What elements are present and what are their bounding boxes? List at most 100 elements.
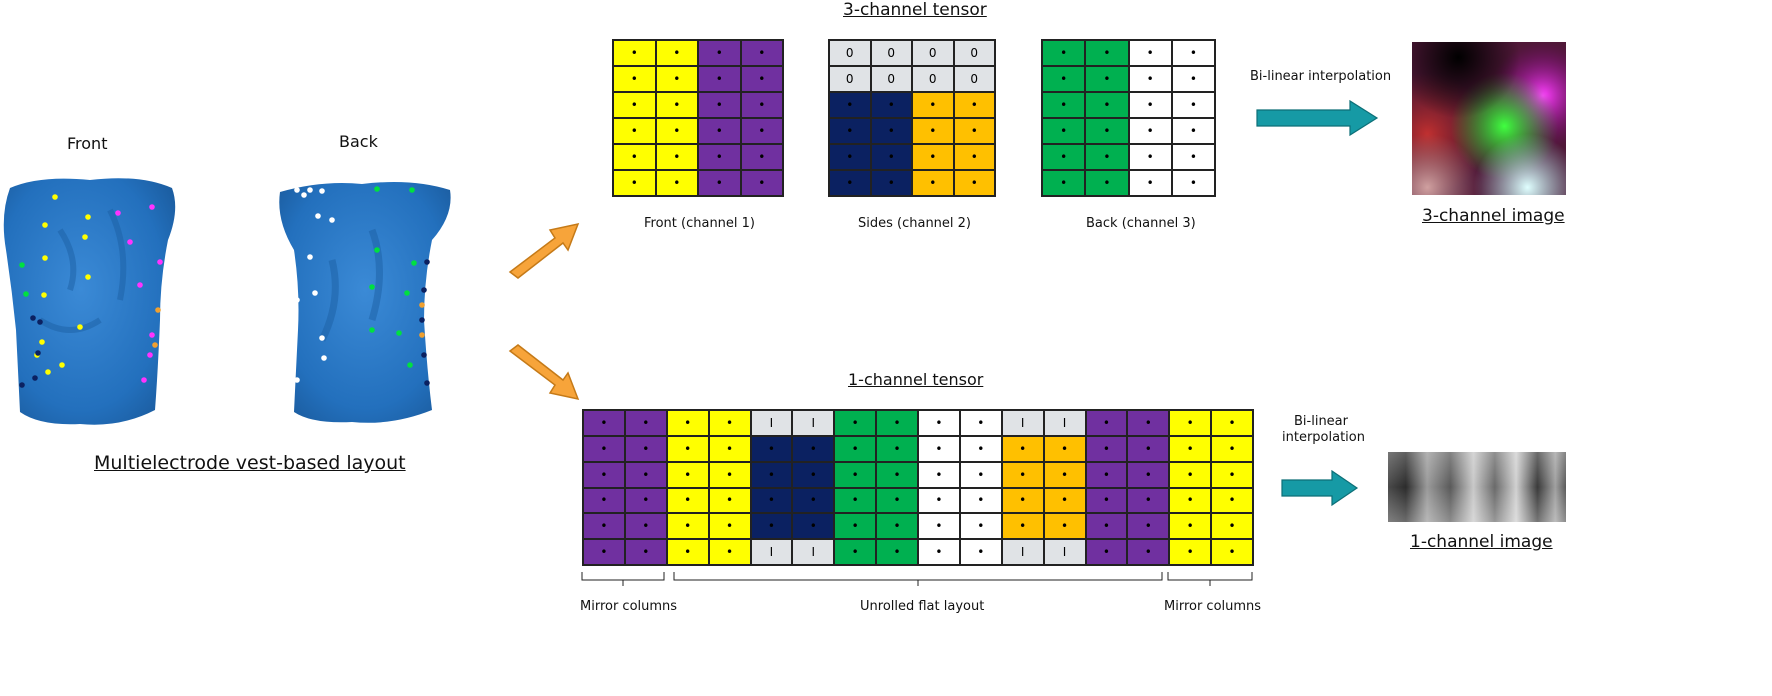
flat-tensor-cell: • [1169, 539, 1212, 565]
flat-tensor-cell: • [792, 435, 835, 462]
channel3-cell: • [1171, 118, 1215, 144]
flat-tensor-cell: • [1169, 410, 1212, 436]
flat-tensor-cell: I [1043, 410, 1086, 436]
back-electrodes [294, 186, 430, 386]
channel1-cell: • [698, 118, 741, 144]
flat-tensor-cell: • [624, 487, 667, 514]
channel2-cell: • [870, 92, 912, 118]
flat-tensor-cell: • [959, 487, 1002, 514]
flat-tensor-cell: • [666, 435, 709, 462]
flat-tensor-cell: • [1169, 513, 1212, 540]
flat-tensor-cell: • [750, 487, 793, 514]
channel1-cell: • [698, 170, 741, 196]
flat-tensor-cell: • [583, 513, 625, 540]
flat-tensor-cell: • [1043, 487, 1086, 514]
flat-tensor-cell: • [876, 461, 918, 488]
flat-tensor-cell: • [624, 435, 667, 462]
flat-tensor-cell: • [1211, 410, 1253, 436]
flat-tensor-cell: • [834, 435, 877, 462]
channel1-cell: • [740, 40, 783, 66]
flat-tensor-cell: • [959, 435, 1002, 462]
channel3-label: Back (channel 3) [1086, 216, 1196, 231]
flat-tensor-cell: • [834, 487, 877, 514]
flat-tensor-cell: • [918, 513, 960, 540]
flat-tensor-cell: • [624, 513, 667, 540]
flat-tensor-cell: I [750, 539, 793, 565]
flat-tensor-cell: • [708, 513, 751, 540]
channel3-cell: • [1171, 40, 1215, 66]
mirror-columns-left-label: Mirror columns [580, 599, 678, 614]
channel2-cell: • [953, 92, 995, 118]
flat-tensor-cell: • [959, 539, 1002, 565]
channel3-cell: • [1042, 170, 1086, 196]
flat-tensor-cell: • [918, 461, 960, 488]
flat-tensor-cell: • [1169, 435, 1212, 462]
channel3-cell: • [1171, 144, 1215, 170]
flat-tensor-cell: • [583, 410, 625, 436]
flat-tensor-cell: • [1127, 487, 1170, 514]
flat-tensor-cell: • [959, 513, 1002, 540]
back-label: Back [339, 132, 378, 151]
flat-tensor-cell: I [792, 410, 835, 436]
flat-tensor-cell: • [1211, 461, 1253, 488]
channel1-cell: • [655, 170, 698, 196]
flat-tensor-cell: • [1169, 487, 1212, 514]
channel3-grid: •••••••••••••••••••••••• [1041, 39, 1216, 197]
flat-tensor-cell: • [1211, 435, 1253, 462]
channel3-cell: • [1042, 66, 1086, 92]
channel3-cell: • [1128, 170, 1172, 196]
flat-tensor-cell: • [583, 435, 625, 462]
three-channel-tensor-title: 3-channel tensor [843, 0, 987, 20]
channel3-cell: • [1085, 170, 1129, 196]
channel3-cell: • [1042, 144, 1086, 170]
channel3-cell: • [1085, 118, 1129, 144]
flat-tensor-cell: • [750, 435, 793, 462]
flat-tensor-cell: • [1211, 487, 1253, 514]
flat-tensor-cell: • [792, 513, 835, 540]
back-torso-image [279, 182, 451, 423]
channel3-cell: • [1171, 92, 1215, 118]
flat-tensor-cell: • [834, 461, 877, 488]
front-electrodes [19, 194, 163, 388]
flat-tensor-cell: • [1211, 539, 1253, 565]
unrolled-flat-layout-label: Unrolled flat layout [860, 599, 985, 614]
flat-tensor-cell: • [1127, 435, 1170, 462]
channel3-cell: • [1171, 66, 1215, 92]
flat-tensor-cell: • [1085, 487, 1128, 514]
flat-tensor-cell: • [1001, 435, 1044, 462]
flat-tensor-cell: • [834, 410, 877, 436]
one-channel-image [1388, 452, 1566, 522]
one-channel-tensor-title: 1-channel tensor [848, 370, 984, 389]
channel1-cell: • [613, 66, 656, 92]
flat-tensor-cell: • [959, 410, 1002, 436]
channel3-cell: • [1128, 92, 1172, 118]
channel3-cell: • [1128, 144, 1172, 170]
channel1-cell: • [613, 170, 656, 196]
channel1-cell: • [740, 118, 783, 144]
channel2-cell: • [870, 118, 912, 144]
flat-tensor-cell: • [1085, 539, 1128, 565]
channel1-cell: • [698, 66, 741, 92]
flat-tensor-cell: I [1043, 539, 1086, 565]
channel1-cell: • [740, 92, 783, 118]
channel3-cell: • [1128, 40, 1172, 66]
front-label: Front [67, 134, 108, 153]
channel1-cell: • [655, 144, 698, 170]
channel1-grid: •••••••••••••••••••••••• [612, 39, 784, 197]
top-interp-label: Bi-linear interpolation [1250, 69, 1392, 84]
flat-tensor-cell: • [1127, 410, 1170, 436]
flat-tensor-cell: • [834, 513, 877, 540]
channel3-cell: • [1085, 144, 1129, 170]
flat-tensor-cell: I [792, 539, 835, 565]
channel1-cell: • [740, 66, 783, 92]
channel1-cell: • [613, 118, 656, 144]
flat-tensor-cell: • [583, 539, 625, 565]
channel1-cell: • [655, 66, 698, 92]
flat-tensor-cell: • [876, 487, 918, 514]
channel1-label: Front (channel 1) [644, 216, 756, 231]
front-torso-image [3, 178, 176, 425]
channel2-cell: 0 [912, 66, 954, 92]
three-channel-image-caption: 3-channel image [1422, 206, 1565, 226]
channel2-cell: • [912, 92, 954, 118]
three-channel-image [1412, 42, 1566, 195]
